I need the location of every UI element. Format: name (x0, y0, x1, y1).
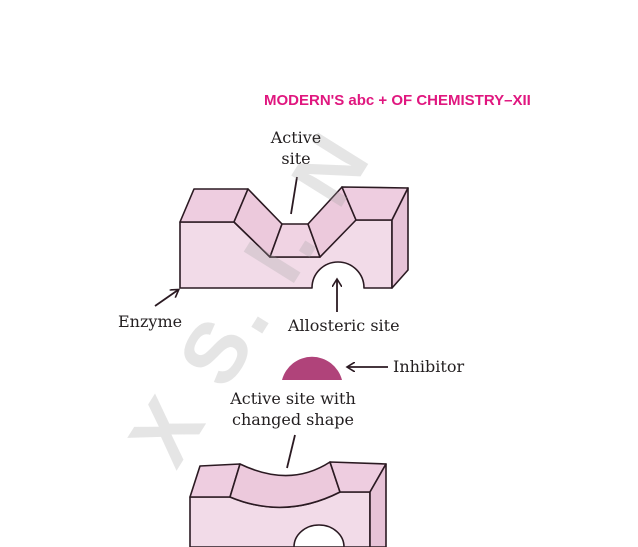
enzyme-block (179, 186, 409, 289)
active-site-pointer (290, 176, 298, 215)
enzyme-label: Enzyme (118, 312, 183, 331)
enzyme-side-face (391, 187, 409, 289)
active-site-label-line1: Active (270, 128, 322, 147)
inhibitor-shape (282, 356, 342, 380)
page-header: MODERN'S abc + OF CHEMISTRY–XII (264, 92, 531, 109)
changed-site-label-line2: changed shape (232, 410, 354, 429)
changed-allosteric-notch (293, 524, 345, 547)
changed-site-pointer (286, 434, 296, 469)
active-site-label: Active site (258, 127, 334, 169)
active-site-label-line2: site (281, 149, 311, 168)
changed-side-face (369, 463, 387, 547)
changed-site-label-line1: Active site with (230, 389, 356, 408)
changed-enzyme-block (189, 461, 387, 547)
inhibitor-label: Inhibitor (393, 357, 465, 376)
allosteric-site-label: Allosteric site (288, 316, 400, 335)
changed-site-label: Active site with changed shape (218, 388, 368, 430)
enzyme-arrow (154, 290, 178, 307)
